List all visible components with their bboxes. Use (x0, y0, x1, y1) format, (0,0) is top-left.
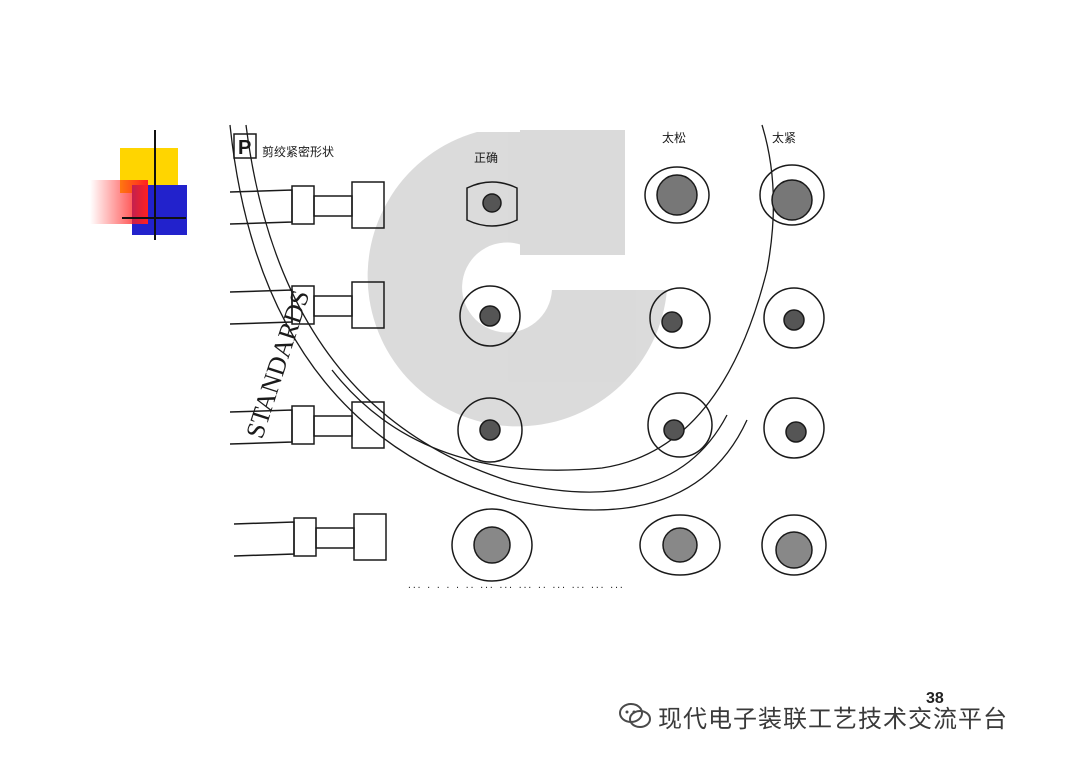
cross-section-r1-loose (644, 166, 710, 224)
cross-section-r3-correct (457, 397, 523, 463)
crimp-shape-figure: STANDARDS P 剪绞紧密形状 正确 太松 太紧 (222, 120, 862, 595)
cross-section-r4-tight (761, 514, 827, 576)
figure-caption: ... . . . . .. ... ... ... .. ... ... ..… (407, 581, 624, 590)
terminal-side-view-4 (233, 513, 387, 561)
column-label-too-tight: 太紧 (772, 130, 796, 145)
background-watermark-logo (367, 130, 667, 427)
stamp-text: STANDARDS (240, 286, 315, 441)
cross-section-r1-tight (759, 164, 825, 226)
decorative-squares (90, 130, 187, 240)
cross-section-r2-correct (459, 285, 521, 347)
terminal-side-view-2 (229, 281, 385, 329)
cross-section-r3-loose (647, 392, 713, 458)
column-label-correct: 正确 (474, 151, 498, 165)
terminal-side-view-3 (229, 401, 385, 449)
terminal-side-view-1 (229, 181, 385, 229)
cross-section-r3-tight (763, 397, 825, 459)
cross-section-r2-tight (763, 287, 825, 349)
cross-section-r4-correct (451, 508, 533, 582)
page-number: 38 (926, 690, 944, 707)
header-logo: P (238, 137, 251, 159)
cross-section-r2-loose (649, 287, 711, 349)
header-logo-box (233, 133, 257, 159)
crimp-diagram: STANDARDS P 剪绞紧密形状 正确 太松 太紧 (229, 124, 827, 590)
cross-section-r4-loose (639, 514, 721, 576)
cross-section-r1-correct (466, 181, 518, 227)
column-label-too-loose: 太松 (662, 130, 686, 145)
figure-title: 剪绞紧密形状 (262, 144, 334, 159)
watermark-text: 现代电子装联工艺技术交流平台 (658, 704, 1008, 733)
wechat-icon (619, 703, 651, 728)
watermark: 现代电子装联工艺技术交流平台 (618, 698, 1008, 734)
